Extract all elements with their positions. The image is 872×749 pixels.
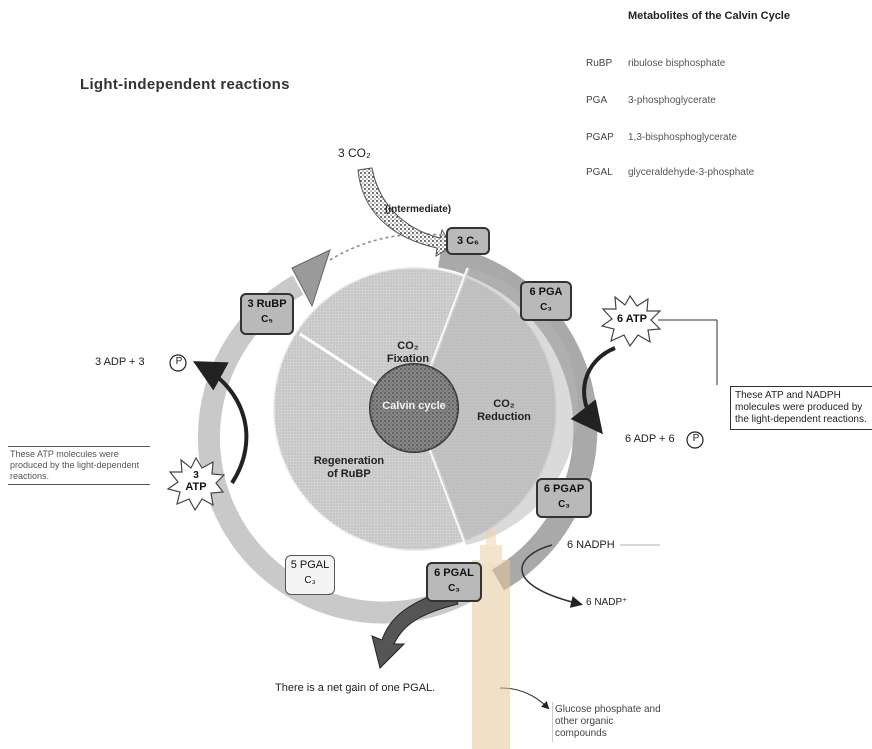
legend-title: Metabolites of the Calvin Cycle — [628, 10, 790, 22]
regeneration-line1: Regeneration — [313, 455, 385, 467]
adp-right-label: 6 ADP + 6 — [625, 433, 675, 445]
co2-input-label: 3 CO₂ — [338, 146, 371, 160]
adp-left-label: 3 ADP + 3 — [95, 356, 145, 368]
pgap-box-line1: 6 PGAP — [543, 483, 585, 495]
output-arrow — [371, 587, 459, 669]
net-gain-label: There is a net gain of one PGAL. — [275, 682, 436, 694]
c6-box: 3 C₆ — [446, 227, 490, 255]
p-left-symbol: P — [175, 356, 183, 367]
cycle-ring-left — [197, 275, 476, 624]
atp-right-burst — [600, 294, 662, 348]
atp-left-num: 3 — [193, 470, 199, 481]
nadph-label: 6 NADPH — [567, 539, 615, 551]
right-note: These ATP and NADPH molecules were produ… — [730, 386, 872, 430]
adp-left-arrow — [192, 361, 249, 485]
atp-left-burst — [166, 456, 226, 512]
legend-def: ribulose bisphosphate — [628, 58, 726, 69]
pgal6-box-line2: C₃ — [448, 583, 460, 594]
intermediate-label: (intermediate) — [385, 204, 452, 215]
nadph-arrow — [521, 544, 583, 608]
legend-row: PGA 3-phosphoglycerate — [586, 95, 716, 106]
rubp-box-line2: C₅ — [261, 314, 273, 325]
reduction-line2: Reduction — [477, 411, 531, 423]
left-note: These ATP molecules were produced by the… — [8, 446, 150, 485]
pga-box-line1: 6 PGA — [529, 286, 563, 298]
legend-row: RuBP ribulose bisphosphate — [586, 58, 725, 69]
rubp-box: 3 RuBP C₅ — [240, 293, 294, 335]
pgal6-box: 6 PGAL C₃ — [426, 562, 482, 602]
metabolites-legend: Metabolites of the Calvin Cycle RuBP ribu… — [578, 0, 872, 214]
legend-row: PGAL glyceraldehyde-3-phosphate — [586, 167, 754, 178]
fixation-line2: Fixation — [386, 353, 430, 365]
page-title: Light-independent reactions — [80, 76, 290, 93]
legend-abbr: PGAL — [586, 167, 613, 178]
atp-right-arrow — [570, 346, 616, 435]
legend-row: PGAP 1,3-bisphosphoglycerate — [586, 132, 737, 143]
pga-box-line2: C₃ — [540, 302, 552, 313]
legend-abbr: PGA — [586, 95, 608, 106]
reduction-line1: CO₂ — [493, 398, 515, 410]
pgal6-box-line1: 6 PGAL — [434, 567, 474, 579]
pgap-box-line2: C₃ — [558, 499, 570, 510]
legend-def: 3-phosphoglycerate — [628, 95, 716, 106]
legend-def: 1,3-bisphosphoglycerate — [628, 132, 737, 143]
legend-abbr: RuBP — [586, 58, 613, 69]
ring-arrowhead — [291, 249, 331, 308]
pgal5-box-line1: 5 PGAL — [290, 559, 330, 571]
p-right-symbol: P — [692, 433, 700, 444]
pgal5-box-line2: C₃ — [304, 575, 316, 586]
atp-right-label: 6 ATP — [617, 313, 647, 325]
pga-box: 6 PGA C₃ — [520, 281, 572, 321]
rubp-box-line1: 3 RuBP — [247, 298, 287, 310]
atp-left-label: ATP — [185, 481, 207, 493]
fixation-line1: CO₂ — [397, 340, 419, 352]
glucose-label: Glucose phosphate and other organic comp… — [552, 702, 667, 742]
nadp-label: 6 NADP⁺ — [586, 597, 628, 608]
pgal5-box: 5 PGAL C₃ — [285, 555, 335, 595]
legend-abbr: PGAP — [586, 132, 614, 143]
regeneration-line2: of RuBP — [327, 468, 371, 480]
legend-def: glyceraldehyde-3-phosphate — [628, 167, 755, 178]
center-label: Calvin cycle — [382, 400, 446, 412]
pgap-box: 6 PGAP C₃ — [536, 478, 592, 518]
